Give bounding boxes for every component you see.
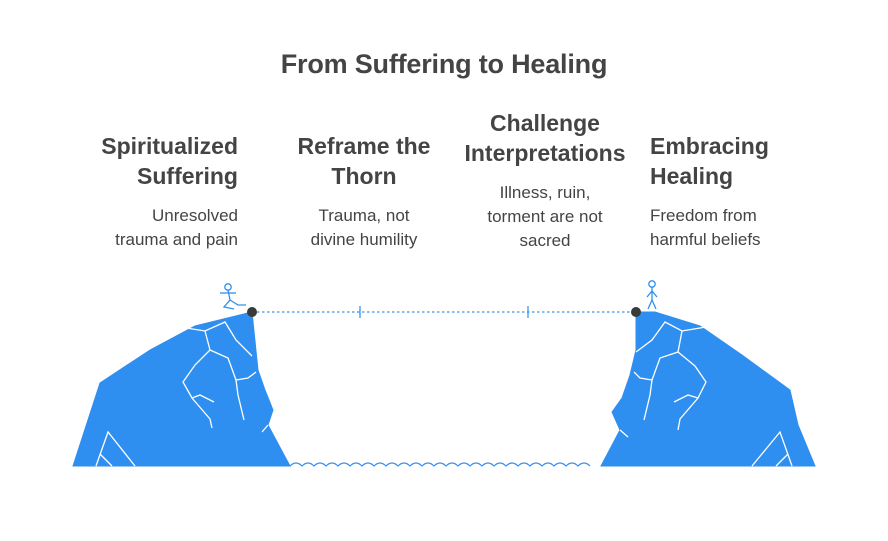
diagram-title: From Suffering to Healing: [280, 49, 608, 79]
stage-heading: Spiritualized Suffering: [101, 133, 238, 189]
stage-challenge-interpretations: Challenge Interpretations Illness, ruin,…: [450, 108, 640, 253]
stage-heading: Embracing Healing: [650, 133, 769, 189]
bridge-end-node: [631, 307, 641, 317]
right-cliff: [600, 311, 816, 467]
stage-heading: Reframe the Thorn: [297, 133, 431, 189]
stage-spiritualized-suffering: Spiritualized Suffering Unresolved traum…: [48, 131, 238, 252]
stage-description: Illness, ruin, torment are not sacred: [487, 183, 603, 250]
stage-embracing-healing: Embracing Healing Freedom from harmful b…: [650, 131, 840, 252]
person-stepping-icon: [220, 283, 246, 310]
bridge-start-node: [247, 307, 257, 317]
stage-description: Unresolved trauma and pain: [115, 206, 238, 249]
dotted-bridge: [247, 306, 641, 318]
left-cliff: [72, 311, 291, 467]
stage-heading: Challenge Interpretations: [464, 110, 626, 166]
water-waves: [289, 462, 591, 467]
person-standing-icon: [646, 280, 658, 310]
stage-description: Freedom from harmful beliefs: [650, 206, 761, 249]
stage-description: Trauma, not divine humility: [310, 206, 418, 249]
stage-reframe-the-thorn: Reframe the Thorn Trauma, not divine hum…: [269, 131, 459, 252]
